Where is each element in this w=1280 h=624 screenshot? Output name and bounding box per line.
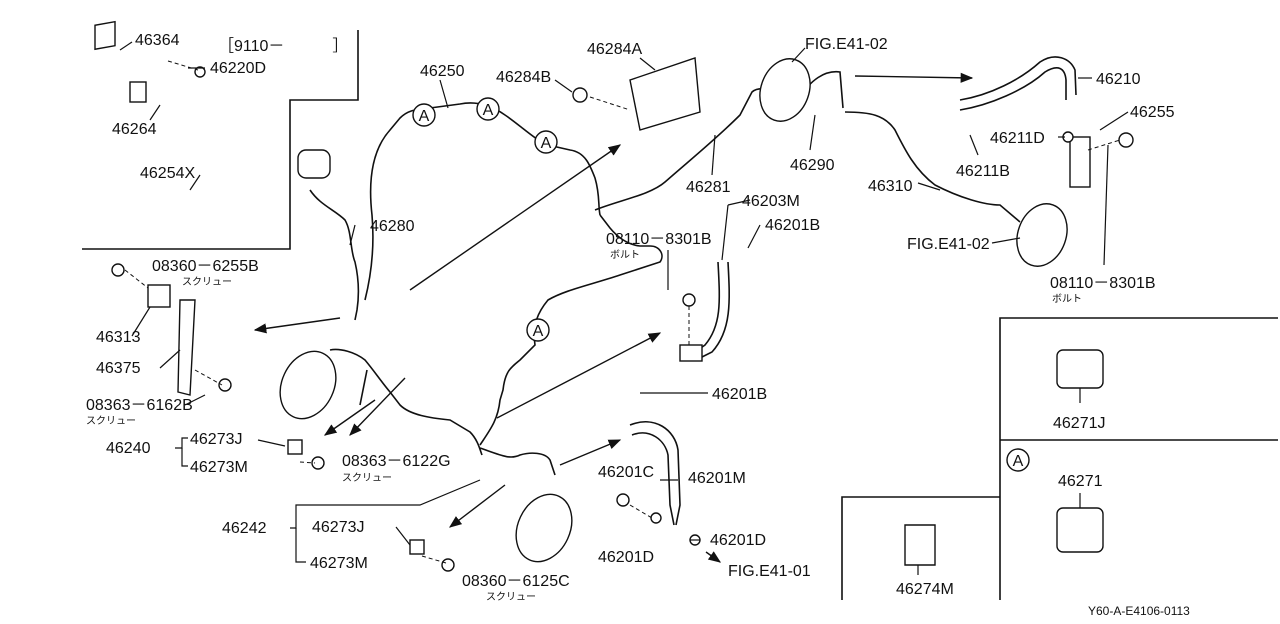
label-46280: 46280 [370,218,415,235]
direction-arrows [253,72,974,563]
label-46210: 46210 [1096,71,1141,88]
label-08360-6255B: 08360－6255B [152,258,259,275]
label-08110-8301B-right: 08110－8301B [1050,275,1156,292]
svg-text:A: A [483,102,494,119]
label-fig-e41-02-top: FIG.E41-02 [805,36,888,53]
svg-text:A: A [541,135,552,152]
label-46375: 46375 [96,360,141,377]
label-46273M-a: 46273M [190,459,248,476]
label-46313: 46313 [96,329,141,346]
diagram-code: Y60-A-E4106-0113 [1088,604,1190,618]
label-46201M: 46201M [688,470,746,487]
svg-text:A: A [1013,453,1024,470]
svg-text:A: A [419,108,430,125]
label-08360-6125C: 08360－6125C [462,573,570,590]
label-bolt-right: ボルト [1052,293,1082,305]
callout-a-5: A [1006,448,1030,472]
callout-a-3: A [534,130,558,154]
part-labels: ［9110－ ］ 46364 46220D 46264 46254X 46250… [86,32,1190,618]
label-46290: 46290 [790,157,835,174]
label-screw-1: スクリュー [182,276,232,288]
label-46284A: 46284A [587,41,642,58]
label-46281: 46281 [686,179,731,196]
label-46201B-top: 46201B [765,217,820,234]
label-46310: 46310 [868,178,913,195]
label-fig-e41-01: FIG.E41-01 [728,563,811,580]
label-46255: 46255 [1130,104,1175,121]
label-46203M: 46203M [742,193,800,210]
callout-a-4: A [526,318,550,342]
label-46242: 46242 [222,520,267,537]
label-46220D: 46220D [210,60,266,77]
label-46271J: 46271J [1053,415,1106,432]
brake-lines [309,56,1077,526]
label-46201D-b: 46201D [710,532,766,549]
label-46273J-a: 46273J [190,431,243,448]
callout-a-1: A [412,103,436,127]
label-46273M-b: 46273M [310,555,368,572]
label-screw-4: スクリュー [486,591,536,603]
callout-a-2: A [476,97,500,121]
label-46211B: 46211B [956,163,1010,180]
label-46250: 46250 [420,63,465,80]
label-46201C: 46201C [598,464,654,481]
label-46284B: 46284B [496,69,551,86]
label-leaders [119,41,1129,575]
date-range-label: ［9110－ ］ [218,37,348,55]
label-46273J-b: 46273J [312,519,365,536]
label-46201D-a: 46201D [598,549,654,566]
svg-text:A: A [533,323,544,340]
detail-boxes-right [841,317,1278,600]
label-46274M: 46274M [896,581,954,598]
label-46364: 46364 [135,32,180,49]
callout-markers: A A A A A [412,97,1030,472]
brake-drums [279,58,1068,563]
label-08363-6122G: 08363－6122G [342,453,451,470]
label-46264: 46264 [112,121,157,138]
label-46240: 46240 [106,440,151,457]
dashed-leaders [124,60,1121,564]
small-parts [94,20,1134,572]
inset-frame-top-left [82,30,359,250]
label-fig-e41-02-right: FIG.E41-02 [907,236,990,253]
label-screw-2: スクリュー [86,415,136,427]
label-screw-3: スクリュー [342,472,392,484]
label-bolt-center: ボルト [610,249,640,261]
label-46201B-mid: 46201B [712,386,767,403]
label-08363-6162B: 08363－6162B [86,397,193,414]
label-46254X: 46254X [140,165,195,182]
label-08110-8301B-center: 08110－8301B [606,231,712,248]
label-46211D: 46211D [990,130,1045,147]
label-46271: 46271 [1058,473,1103,490]
